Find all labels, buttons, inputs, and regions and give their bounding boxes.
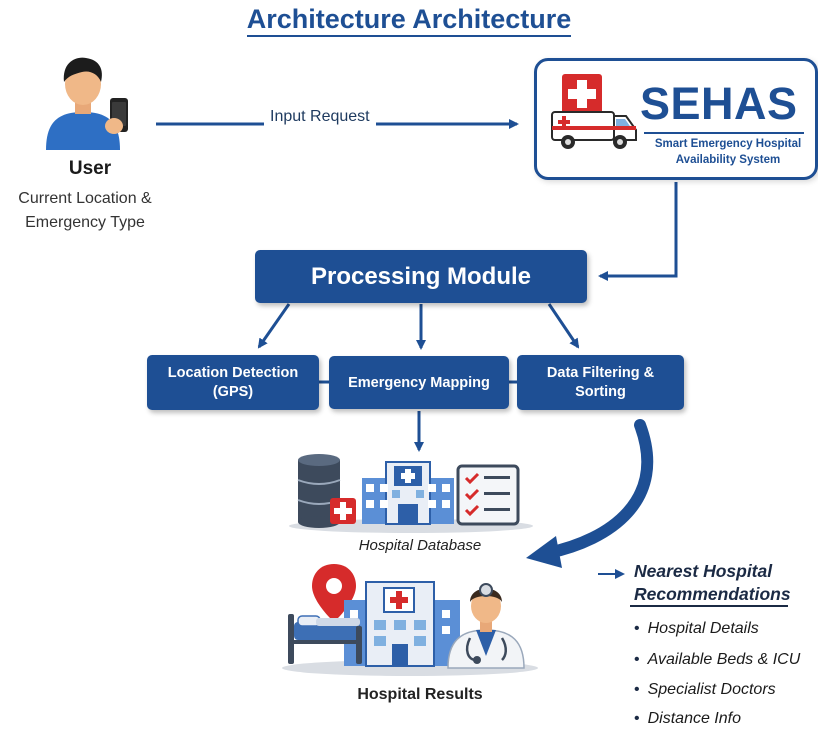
ambulance-icon (551, 74, 637, 149)
location-detection-box: Location Detection (GPS) (147, 355, 319, 410)
hospital-database-illustration (289, 454, 533, 533)
hospital-results-label: Hospital Results (357, 686, 483, 703)
page-title: Architecture Architecture (0, 4, 818, 37)
arrow-filter-to-results-head (526, 536, 562, 568)
user-subtitle-line2: Emergency Type (25, 214, 145, 231)
sehas-subtitle-line2: Availability System (675, 154, 781, 166)
user-subtitle-line1: Current Location & (18, 190, 152, 207)
user-name: User (68, 158, 112, 179)
input-request-label: Input Request (264, 108, 376, 126)
emergency-mapping-label: Emergency Mapping (348, 374, 490, 391)
recommendation-item: Specialist Doctors (634, 681, 776, 699)
hospital-database-label: Hospital Database (358, 537, 482, 554)
recommendations-title-line2: Recommendations (634, 584, 791, 604)
hospital-bed-icon (288, 614, 362, 664)
data-filtering-box: Data Filtering & Sorting (517, 355, 684, 410)
recommendations-underline (630, 605, 788, 607)
location-detection-label-line2: (GPS) (212, 383, 254, 400)
hospital-building-icon (362, 461, 454, 525)
hospital-results-illustration (282, 564, 538, 676)
arrow-sehas-to-processing (598, 182, 678, 281)
doctor-icon (447, 583, 525, 669)
user-icon (46, 57, 128, 150)
recommendation-item: Available Beds & ICU (634, 651, 801, 669)
sehas-subtitle-line1: Smart Emergency Hospital (654, 138, 802, 150)
checklist-icon (456, 464, 520, 526)
sehas-divider (644, 132, 804, 134)
data-filtering-label-line1: Data Filtering & (546, 364, 655, 381)
emergency-mapping-box: Emergency Mapping (329, 356, 509, 409)
recommendation-item: Distance Info (634, 710, 741, 728)
recommendation-item: Hospital Details (634, 620, 759, 638)
processing-module-label: Processing Module (310, 262, 532, 290)
recommendations-title: Nearest Hospital Recommendations (634, 560, 791, 606)
location-detection-label-line1: Location Detection (167, 364, 299, 381)
sehas-logo-text: SEHAS (640, 78, 798, 129)
arrow-processing-to-filter (547, 303, 580, 349)
arrow-processing-to-location (257, 303, 291, 349)
data-filtering-label-line2: Sorting (575, 383, 626, 400)
page-title-text: Architecture Architecture (246, 4, 572, 37)
arrow-filter-to-results (542, 419, 654, 559)
processing-module-box: Processing Module (255, 250, 587, 303)
recommendations-title-line1: Nearest Hospital (634, 561, 773, 581)
